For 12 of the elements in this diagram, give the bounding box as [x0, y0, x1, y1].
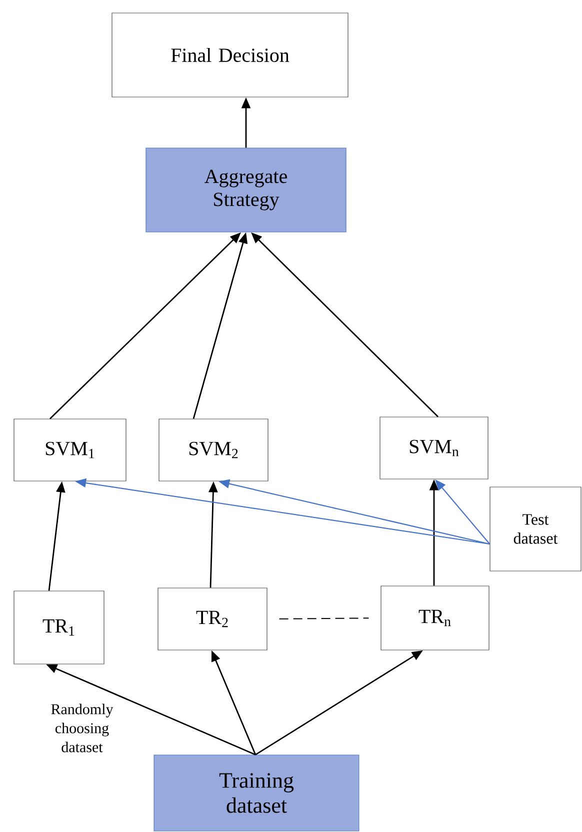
dataset-box: Test dataset [490, 486, 582, 572]
decision-box: Final Decision [112, 12, 348, 98]
strategy-box: Aggregate Strategy [146, 148, 346, 232]
note-text: Randomly choosing dataset [51, 704, 114, 752]
model-box: SVM$_{2}$ [158, 418, 268, 482]
subset-box: TR$_{n}$ [380, 586, 490, 650]
model-box: SVM$_{1}$ [14, 418, 126, 482]
subset-box: TR$_{2}$ [158, 588, 268, 650]
model-box: SVM$_{n}$ [380, 416, 488, 480]
dataset-box: Training dataset [154, 754, 360, 832]
subset-box: TR$_{1}$ [14, 590, 104, 664]
connector-line [278, 618, 370, 620]
